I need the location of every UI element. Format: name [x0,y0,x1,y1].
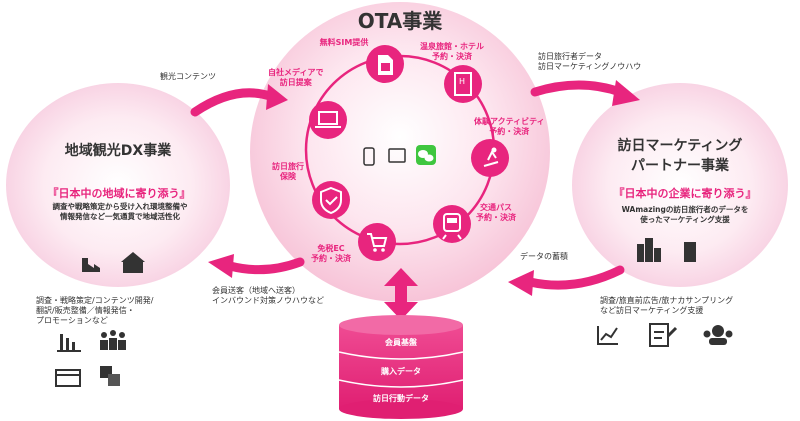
db-layer-members: 会員基盤 [385,338,417,347]
web-page-icon [55,369,81,387]
db-layer-behavior: 訪日行動データ [373,394,429,403]
shield-check-icon [320,186,342,215]
service-label-insurance: 訪日旅行 保険 [272,162,304,181]
team-icon [100,330,126,350]
office-building-icon [684,242,696,262]
translate-icon [100,366,120,386]
smartphone-icon [363,147,375,166]
office-buildings-icon [637,238,661,262]
shield-icon-circle [312,181,350,219]
right-title: 訪日マーケティング パートナー事業 [617,138,743,174]
service-label-hotel: 温泉旅館・ホテル 予約・決済 [420,42,484,61]
left-catch: 『日本中の地域に寄り添う』 [47,187,191,200]
db-arrow-up [384,268,418,286]
town-hall-icon [121,252,145,273]
arrow-label-bottom-left: 会員送客（地域へ送客） インバウンド対策ノウハウなど [212,286,324,305]
right-description: WAmazingの訪日旅行者のデータを 使ったマーケティング支援 [621,205,749,224]
hotel-building-icon [454,72,472,96]
bar-chart-icon [57,334,81,352]
arrow-bottom-left-head [208,254,234,278]
db-layer-purchase: 購入データ [381,367,421,376]
service-label-sim: 無料SIM提供 [319,38,369,47]
left-title: 地域観光DX事業 [64,143,172,159]
service-label-ec: 免税EC 予約・決済 [311,244,351,263]
left-description: 調査や戦略策定から受け入れ環境整備や 情報発信など一気通貫で地域活性化 [52,202,188,221]
right-blob [572,83,788,287]
service-label-transport: 交通パス 予約・決済 [476,203,516,222]
right-services-text: 調査/旅直前広告/旅ナカサンプリング など訪日マーケティング支援 [600,296,734,315]
arrow-label-bottom-right: データの蓄積 [520,252,568,261]
arrow-bottom-left [225,257,305,275]
line-graph-icon [597,326,618,345]
laptop-icon [318,111,338,125]
service-label-activity: 体験アクティビティ 予約・決済 [474,117,545,136]
db-arrow-down [384,302,418,320]
database-cylinder [338,315,464,419]
arrow-bottom-right-head [508,270,534,296]
arrow-top-left-head [266,84,288,110]
arrow-top-right [530,80,625,97]
train-icon-circle [433,205,471,243]
arrow-top-right-head [612,80,640,106]
left-blob [6,83,230,287]
database: 会員基盤 購入データ 訪日行動データ [339,325,463,409]
svg-text:H: H [459,77,465,86]
tablet-icon [388,148,406,163]
hotel-icon-circle [444,65,482,103]
user-group-icon [703,325,733,345]
cart-icon-circle [358,223,396,261]
activity-ski-icon [491,147,497,153]
center-title: OTA事業 [357,9,443,33]
arrow-top-left [190,88,275,117]
clipboard-edit-icon [649,323,678,347]
laptop-icon-circle [309,101,347,139]
service-label-media: 自社メディアで 訪日提案 [268,68,324,87]
right-catch: 『日本中の企業に寄り添う』 [613,187,757,200]
arrow-bottom-right [525,265,625,290]
db-arrow-shaft [395,282,407,306]
shopping-cart-icon [367,233,388,247]
arrow-label-top-left: 観光コンテンツ [160,72,216,81]
left-services-text: 調査・戦略策定/コンテンツ開発/ 翻訳/販売整備／情報発信・ プロモーションなど [36,296,154,325]
train-icon [443,213,461,232]
factory-icon [82,258,100,272]
arrow-label-top-right: 訪日旅行者データ 訪日マーケティングノウハウ [538,52,642,71]
